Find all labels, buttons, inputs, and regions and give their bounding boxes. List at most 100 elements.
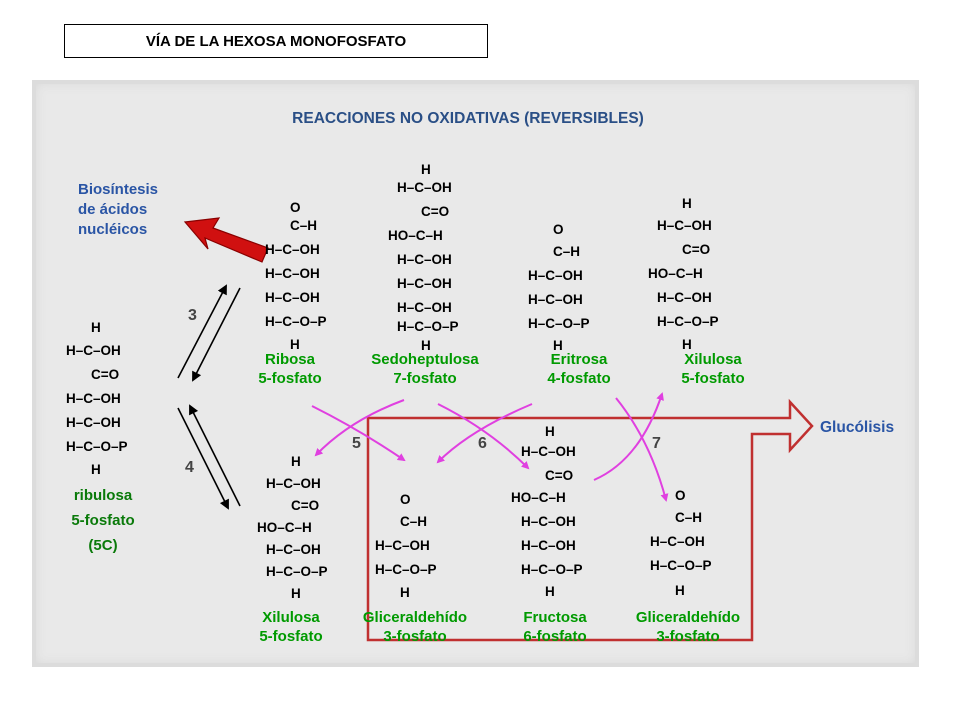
svg-text:H–C–O–P: H–C–O–P xyxy=(650,558,712,573)
fructosa-phosphate: 6-fosfato xyxy=(523,628,586,645)
molecule-ribulosa-5-fosfato: H H–C–OH C=O H–C–OH H–C–OH H–C–O–P H xyxy=(66,320,128,477)
svg-text:H: H xyxy=(421,162,431,177)
start-compound-line-3: (5C) xyxy=(88,537,117,554)
biosynthesis-line-1: Biosíntesis xyxy=(78,181,158,198)
magenta-arrows-step-5 xyxy=(311,399,406,462)
svg-text:C–H: C–H xyxy=(675,510,702,525)
svg-text:H–C–OH: H–C–OH xyxy=(266,476,321,491)
svg-text:HO–C–H: HO–C–H xyxy=(388,228,443,243)
svg-text:C–H: C–H xyxy=(553,244,580,259)
svg-text:C=O: C=O xyxy=(91,367,119,382)
svg-text:H–C–OH: H–C–OH xyxy=(397,300,452,315)
red-arrow-biosynthesis xyxy=(183,217,269,263)
svg-text:H–C–OH: H–C–OH xyxy=(521,538,576,553)
sedoheptulosa-name: Sedoheptulosa xyxy=(371,351,479,368)
svg-text:H–C–O–P: H–C–O–P xyxy=(521,562,583,577)
svg-text:H–C–OH: H–C–OH xyxy=(375,538,430,553)
svg-text:H: H xyxy=(91,462,101,477)
svg-text:H–C–OH: H–C–OH xyxy=(265,290,320,305)
start-compound-line-2: 5-fosfato xyxy=(71,512,134,529)
start-compound-line-1: ribulosa xyxy=(74,487,133,504)
svg-text:H–C–OH: H–C–OH xyxy=(528,292,583,307)
xilulosa-top-name: Xilulosa xyxy=(684,351,742,368)
svg-text:H–C–O–P: H–C–O–P xyxy=(657,314,719,329)
eritrosa-name: Eritrosa xyxy=(551,351,608,368)
svg-text:H–C–OH: H–C–OH xyxy=(521,444,576,459)
svg-text:H: H xyxy=(291,454,301,469)
molecule-gliceraldehido-3-fosfato-1: O C–H H–C–OH H–C–O–P H xyxy=(375,492,437,600)
gliceraldehido-2-phosphate: 3-fosfato xyxy=(656,628,719,645)
svg-text:O: O xyxy=(290,200,301,215)
svg-text:H: H xyxy=(553,338,563,353)
glycolysis-arrow xyxy=(366,398,814,642)
svg-text:H–C–OH: H–C–OH xyxy=(66,343,121,358)
svg-text:H–C–OH: H–C–OH xyxy=(528,268,583,283)
xilulosa-bottom-phosphate: 5-fosfato xyxy=(259,628,322,645)
fructosa-name: Fructosa xyxy=(523,609,587,626)
svg-text:H: H xyxy=(545,584,555,599)
svg-text:H–C–O–P: H–C–O–P xyxy=(265,314,327,329)
svg-text:H–C–OH: H–C–OH xyxy=(66,391,121,406)
step-number-6: 6 xyxy=(478,435,487,452)
arrow-step-3 xyxy=(177,284,241,382)
step-number-4: 4 xyxy=(185,459,194,476)
biosynthesis-line-2: de ácidos xyxy=(78,201,147,218)
svg-text:H: H xyxy=(675,583,685,598)
svg-text:H–C–O–P: H–C–O–P xyxy=(375,562,437,577)
biosynthesis-label: Biosíntesis de ácidos nucléicos xyxy=(78,181,158,238)
gliceraldehido-1-phosphate: 3-fosfato xyxy=(383,628,446,645)
svg-text:H–C–OH: H–C–OH xyxy=(650,534,705,549)
xilulosa-bottom-name: Xilulosa xyxy=(262,609,320,626)
molecule-xilulosa-5-fosfato-bottom: H H–C–OH C=O HO–C–H H–C–OH H–C–O–P H xyxy=(257,454,328,601)
svg-text:H: H xyxy=(400,585,410,600)
svg-text:H–C–O–P: H–C–O–P xyxy=(397,319,459,334)
step-number-7: 7 xyxy=(652,435,661,452)
magenta-arrows-step-7 xyxy=(593,392,669,502)
svg-text:C=O: C=O xyxy=(682,242,710,257)
svg-text:H: H xyxy=(91,320,101,335)
biosynthesis-line-3: nucléicos xyxy=(78,221,147,238)
ribosa-name: Ribosa xyxy=(265,351,316,368)
svg-text:C–H: C–H xyxy=(290,218,317,233)
svg-text:H: H xyxy=(682,196,692,211)
svg-text:H–C–OH: H–C–OH xyxy=(657,218,712,233)
page-title: VÍA DE LA HEXOSA MONOFOSFATO xyxy=(64,24,488,58)
glycolysis-label: Glucólisis xyxy=(820,419,894,436)
svg-text:H–C–OH: H–C–OH xyxy=(397,180,452,195)
svg-text:H: H xyxy=(290,337,300,352)
molecule-ribosa-5-fosfato: O C–H H–C–OH H–C–OH H–C–OH H–C–O–P H xyxy=(265,200,327,352)
molecule-gliceraldehido-3-fosfato-2: O C–H H–C–OH H–C–O–P H xyxy=(650,488,712,598)
magenta-arrows-step-6 xyxy=(436,403,533,470)
svg-text:H–C–O–P: H–C–O–P xyxy=(66,439,128,454)
molecule-xilulosa-5-fosfato-top: H H–C–OH C=O HO–C–H H–C–OH H–C–O–P H xyxy=(648,196,719,352)
svg-text:H: H xyxy=(291,586,301,601)
arrow-step-4 xyxy=(177,404,241,510)
svg-text:H–C–OH: H–C–OH xyxy=(521,514,576,529)
molecule-eritrosa-4-fosfato: O C–H H–C–OH H–C–OH H–C–O–P H xyxy=(528,222,590,353)
svg-text:C–H: C–H xyxy=(400,514,427,529)
panel-title: REACCIONES NO OXIDATIVAS (REVERSIBLES) xyxy=(292,110,644,127)
gliceraldehido-2-name: Gliceraldehído xyxy=(636,609,740,626)
svg-text:H: H xyxy=(682,337,692,352)
svg-text:C=O: C=O xyxy=(545,468,573,483)
svg-text:C=O: C=O xyxy=(421,204,449,219)
svg-text:HO–C–H: HO–C–H xyxy=(648,266,703,281)
svg-text:H–C–O–P: H–C–O–P xyxy=(266,564,328,579)
xilulosa-top-phosphate: 5-fosfato xyxy=(681,370,744,387)
svg-text:H–C–OH: H–C–OH xyxy=(265,242,320,257)
svg-text:O: O xyxy=(553,222,564,237)
gliceraldehido-1-name: Gliceraldehído xyxy=(363,609,467,626)
eritrosa-phosphate: 4-fosfato xyxy=(547,370,610,387)
svg-text:C=O: C=O xyxy=(291,498,319,513)
ribosa-phosphate: 5-fosfato xyxy=(258,370,321,387)
svg-text:H–C–OH: H–C–OH xyxy=(397,252,452,267)
svg-text:H–C–O–P: H–C–O–P xyxy=(528,316,590,331)
svg-text:O: O xyxy=(400,492,411,507)
molecule-sedoheptulosa-7-fosfato: H H–C–OH C=O HO–C–H H–C–OH H–C–OH H–C–OH… xyxy=(388,162,459,353)
svg-text:HO–C–H: HO–C–H xyxy=(257,520,312,535)
molecule-fructosa-6-fosfato: H H–C–OH C=O HO–C–H H–C–OH H–C–OH H–C–O–… xyxy=(511,424,583,599)
svg-text:O: O xyxy=(675,488,686,503)
svg-text:H–C–OH: H–C–OH xyxy=(265,266,320,281)
svg-text:HO–C–H: HO–C–H xyxy=(511,490,566,505)
